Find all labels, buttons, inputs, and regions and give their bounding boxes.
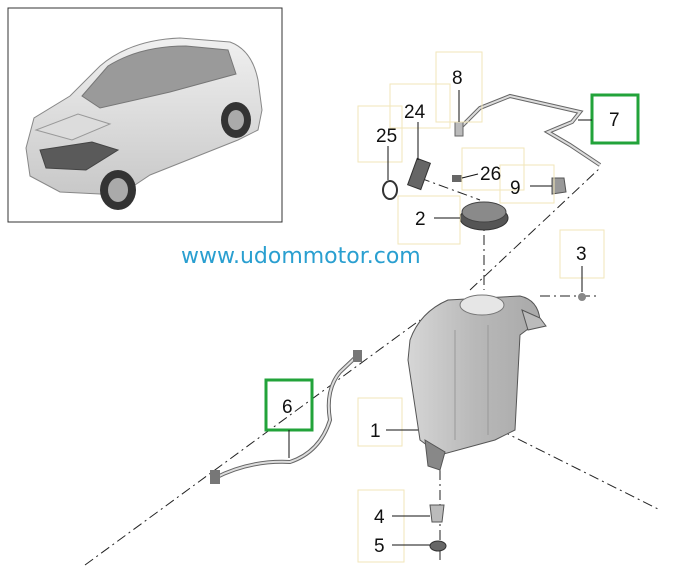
callout-labels: 8 24 25 26 9 2 3 1 4 5 7 6 — [282, 68, 620, 557]
part-5-seal — [429, 540, 447, 552]
part-25-o-ring — [382, 180, 398, 200]
callout-box-2 — [397, 195, 461, 245]
vehicle-thumbnail — [7, 7, 283, 223]
small-parts — [382, 121, 586, 552]
callout-8: 8 — [452, 68, 463, 89]
leader-lines — [288, 90, 592, 546]
car-illustration — [25, 37, 263, 210]
part-4-plug — [429, 504, 445, 523]
callout-3: 3 — [576, 244, 587, 265]
callout-box-9 — [499, 164, 555, 204]
part-26-screw — [452, 175, 462, 182]
callout-box-1 — [357, 397, 403, 447]
callout-26: 26 — [480, 164, 501, 185]
callout-6: 6 — [282, 397, 293, 418]
highlight-box-7 — [590, 93, 640, 145]
callout-box-26 — [461, 147, 525, 191]
callout-9: 9 — [510, 178, 521, 199]
hose-7-highlight — [459, 94, 601, 166]
part-3-nut — [578, 293, 586, 301]
callout-box-25 — [357, 105, 403, 163]
part-24-sensor — [406, 157, 432, 191]
callout-4: 4 — [374, 507, 385, 528]
callout-2: 2 — [415, 209, 426, 230]
callout-boxes — [357, 51, 605, 563]
hose-6-connector — [210, 470, 220, 484]
leader-26 — [461, 173, 479, 179]
callout-5: 5 — [374, 536, 385, 557]
hose-6-connector — [353, 350, 362, 362]
assembly-line — [499, 429, 661, 511]
assembly-line — [469, 167, 601, 291]
tank-cap — [459, 201, 509, 231]
callout-7: 7 — [609, 110, 620, 131]
assembly-lines — [84, 167, 661, 566]
watermark-text: www.udommotor.com — [181, 244, 421, 269]
callout-box-4-5 — [357, 489, 405, 563]
part-9-bracket — [551, 177, 567, 195]
callout-1: 1 — [370, 421, 381, 442]
hose-6-highlight — [214, 354, 359, 479]
hose-7 — [458, 93, 602, 167]
callout-25: 25 — [376, 126, 397, 147]
expansion-tank — [407, 294, 547, 471]
part-8-clip — [454, 121, 464, 137]
assembly-line — [84, 319, 421, 566]
assembly-line — [419, 177, 481, 201]
callout-24: 24 — [404, 102, 426, 123]
